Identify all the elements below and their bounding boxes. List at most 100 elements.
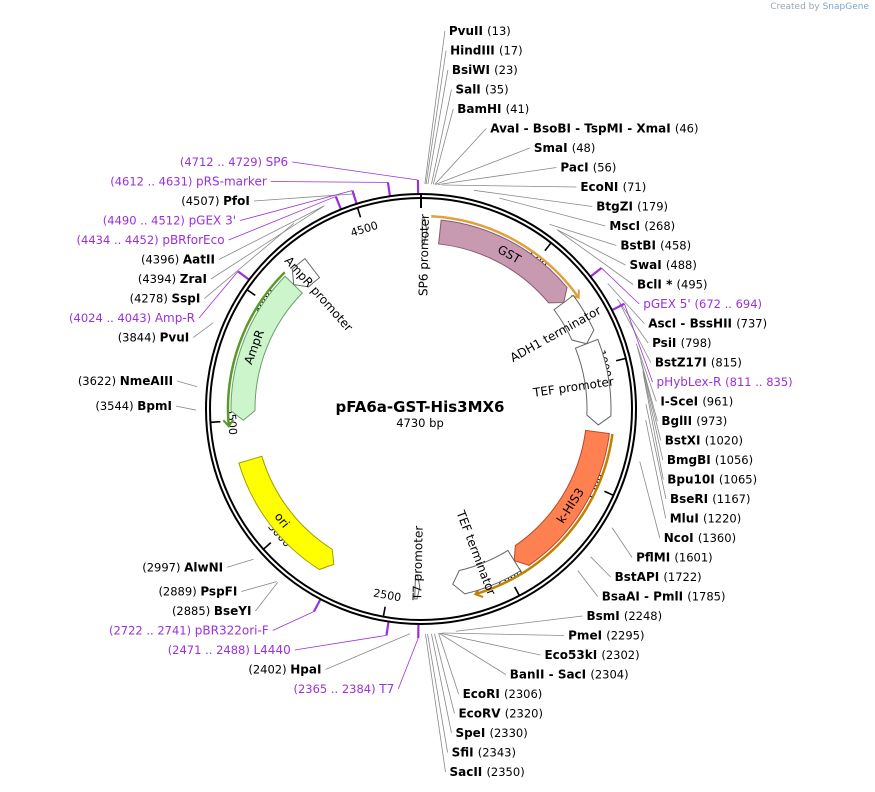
label-name: SalI xyxy=(455,83,485,97)
site-labels: PvuII (13)HindIII (17)BsiWI (23)SalI (35… xyxy=(69,24,793,779)
label-position: (2343) xyxy=(478,746,516,760)
site-leader-line xyxy=(192,322,214,338)
label-name: SfiI xyxy=(452,746,478,760)
label-position: (48) xyxy=(572,141,596,155)
site-leader-line xyxy=(645,420,667,519)
tick-mark xyxy=(544,242,552,252)
label-name: AlwNI xyxy=(184,560,223,574)
label-position: (2471 .. 2488) xyxy=(168,643,254,657)
label-name: BstBI xyxy=(620,239,660,253)
label-position: (4490 .. 4512) xyxy=(103,214,189,228)
restriction-site-label: EcoRV (2320) xyxy=(458,707,543,721)
label-name: SacII xyxy=(449,765,486,779)
primer-leader-line xyxy=(228,196,336,241)
label-position: (1360) xyxy=(698,531,736,545)
site-leader-line xyxy=(439,632,506,675)
feature-ori xyxy=(238,455,335,571)
label-position: (3844) xyxy=(118,331,160,345)
label-position: (672 .. 694) xyxy=(695,297,763,311)
restriction-site-label: PflMI (1601) xyxy=(636,551,713,565)
label-name: BclI * xyxy=(637,278,676,292)
label-position: (1065) xyxy=(719,473,757,487)
label-position: (268) xyxy=(644,219,675,233)
label-position: (41) xyxy=(506,102,530,116)
label-position: (3544) xyxy=(95,399,137,413)
label-name: pBR322ori-F xyxy=(195,623,269,637)
restriction-site-label: SwaI (488) xyxy=(629,258,696,272)
label-position: (179) xyxy=(637,200,668,214)
label-name: PsiI xyxy=(652,336,680,350)
primer-leader-line xyxy=(239,190,353,221)
site-leader-line xyxy=(645,404,667,500)
feature-tef-terminator xyxy=(452,549,522,595)
label-name: Bpu10I xyxy=(667,473,719,487)
label-name: MluI xyxy=(670,512,703,526)
restriction-site-label: PsiI (798) xyxy=(652,336,711,350)
plasmid-length: 4730 bp xyxy=(396,416,444,430)
site-leader-line xyxy=(455,615,583,632)
feature-arc xyxy=(226,271,286,427)
site-leader-line xyxy=(635,343,657,402)
label-name: pGEX 5' xyxy=(643,297,694,311)
label-position: (17) xyxy=(499,44,523,58)
site-leader-line xyxy=(435,147,531,185)
label-position: (1167) xyxy=(712,492,750,506)
restriction-site-label: I-SceI (961) xyxy=(660,395,733,409)
label-position: (4712 .. 4729) xyxy=(180,155,266,169)
tick-mark xyxy=(262,542,272,550)
site-leader-line xyxy=(434,633,455,714)
restriction-site-label: PacI (56) xyxy=(560,161,616,175)
plasmid-name: pFA6a-GST-His3MX6 xyxy=(335,398,504,416)
primer-leader-line xyxy=(292,161,419,181)
restriction-site-label: (2889) PspFI xyxy=(158,584,237,598)
primer-leader-line xyxy=(397,637,419,690)
label-name: SwaI xyxy=(629,258,665,272)
restriction-site-label: BseRI (1167) xyxy=(670,492,751,506)
site-leader-line xyxy=(642,371,664,461)
tick-mark xyxy=(604,490,614,497)
label-position: (811 .. 835) xyxy=(725,375,793,389)
label-position: (4434 .. 4452) xyxy=(77,233,163,247)
label-position: (13) xyxy=(487,24,511,38)
label-name: NmeAIII xyxy=(120,374,173,388)
site-leader-line xyxy=(434,128,487,185)
label-position: (3622) xyxy=(78,374,120,388)
site-leader-line xyxy=(431,89,452,185)
primer-label: (2471 .. 2488) L4440 xyxy=(168,643,291,657)
label-position: (4024 .. 4043) xyxy=(69,311,155,325)
label-name: PflMI xyxy=(636,551,674,565)
label-position: (2306) xyxy=(504,687,542,701)
label-position: (798) xyxy=(681,336,712,350)
feature-tef-promoter xyxy=(574,338,612,426)
restriction-site-label: (4507) PfoI xyxy=(181,194,250,208)
label-position: (2350) xyxy=(486,765,524,779)
restriction-site-label: BamHI (41) xyxy=(457,102,529,116)
feature-label: SP6 promoter xyxy=(416,214,432,296)
label-name: PvuI xyxy=(160,331,190,345)
site-leader-line xyxy=(431,633,452,734)
restriction-site-label: BstZ17I (815) xyxy=(655,356,742,370)
restriction-site-label: BmgBI (1056) xyxy=(667,453,753,467)
label-name: BsmI xyxy=(586,609,623,623)
label-position: (4507) xyxy=(181,194,223,208)
tick-mark xyxy=(356,207,362,218)
label-position: (1056) xyxy=(715,453,753,467)
site-leader-line xyxy=(549,223,617,246)
label-name: BamHI xyxy=(457,102,505,116)
label-name: SP6 xyxy=(266,155,289,169)
primer-label: (4612 .. 4631) pRS-marker xyxy=(110,175,267,189)
label-name: BglII xyxy=(661,414,696,428)
label-position: (2302) xyxy=(601,648,639,662)
restriction-site-label: BglII (973) xyxy=(661,414,727,428)
restriction-site-label: EcoRI (2306) xyxy=(463,687,543,701)
label-name: pBRforEco xyxy=(162,233,224,247)
watermark-prefix: Created by xyxy=(770,2,820,12)
primer-marker xyxy=(237,270,250,281)
label-name: L4440 xyxy=(253,643,290,657)
restriction-site-label: BstBI (458) xyxy=(620,239,691,253)
label-position: (2295) xyxy=(606,629,644,643)
label-name: PvuII xyxy=(449,24,487,38)
restriction-site-label: MscI (268) xyxy=(609,219,675,233)
tick-mark xyxy=(246,289,256,296)
tick-mark xyxy=(615,357,627,362)
